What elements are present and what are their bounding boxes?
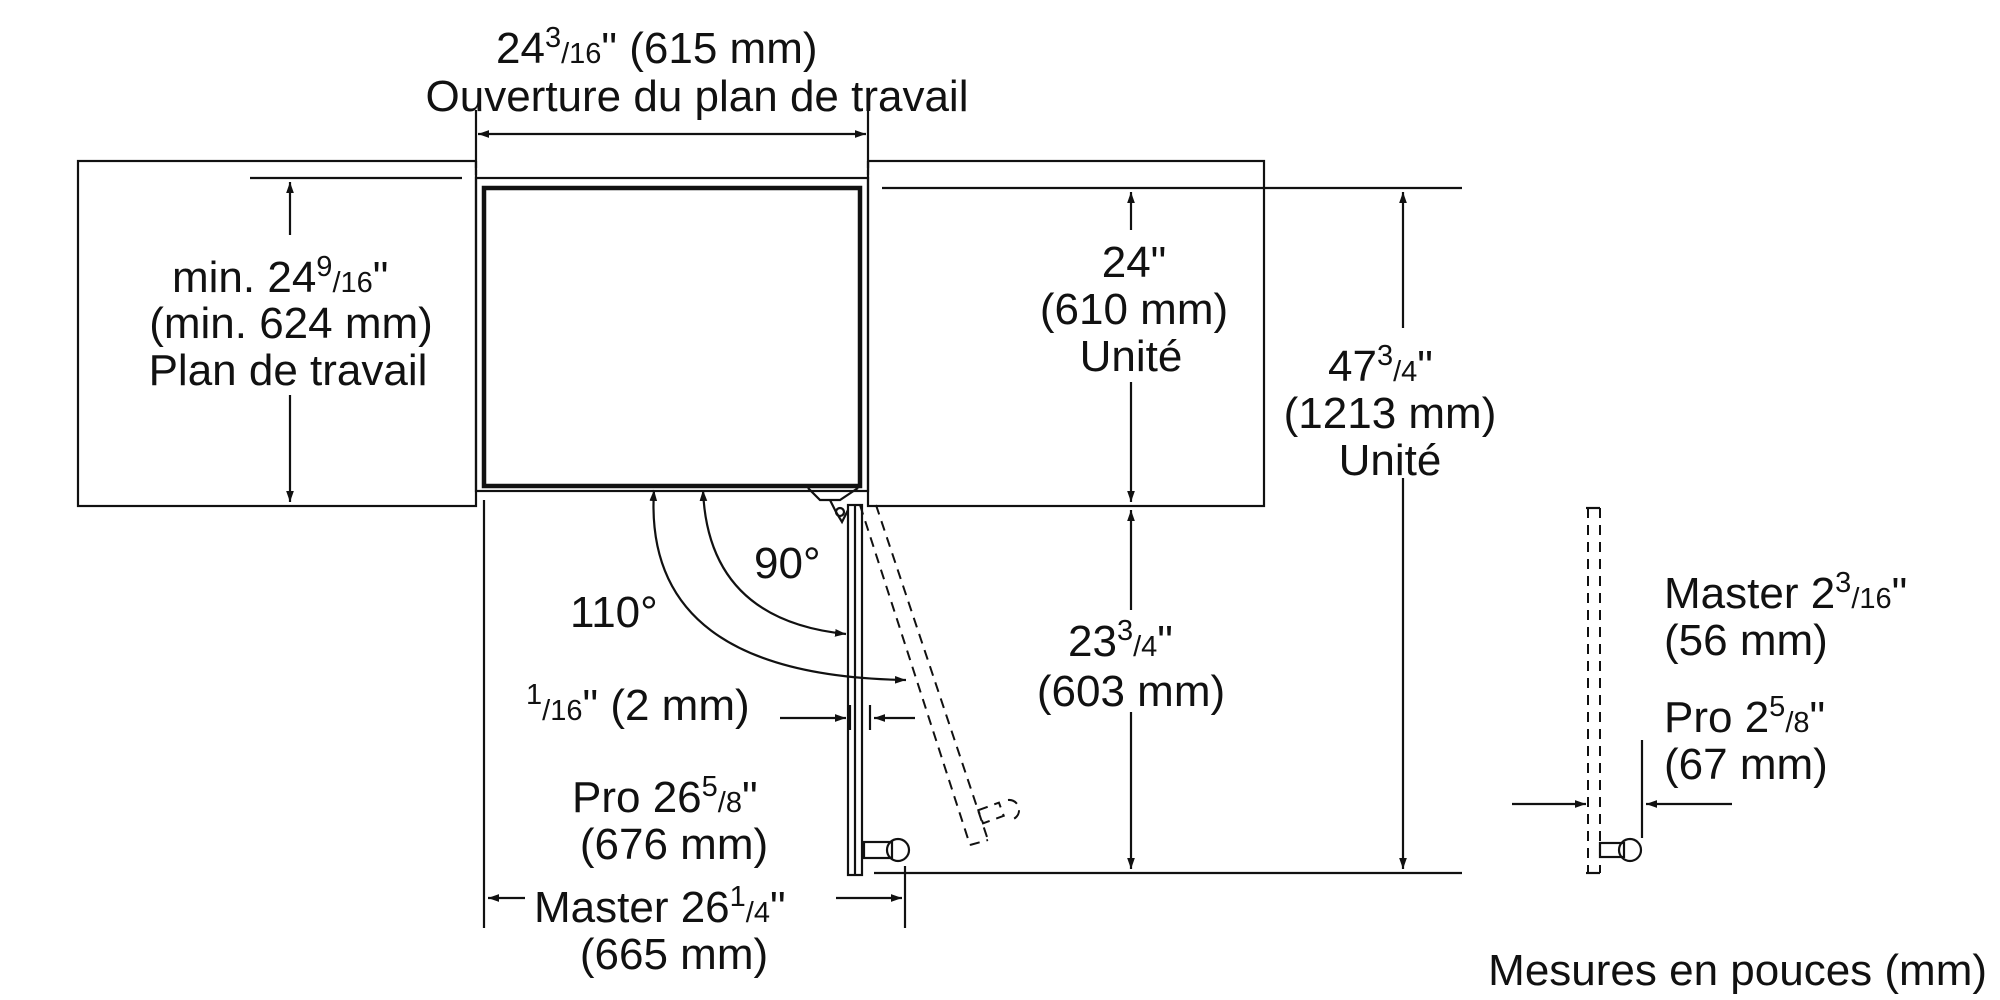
opening-dimension: 243/16" (615 mm)	[496, 22, 818, 73]
total-dimension-mm: (1213 mm)	[1284, 389, 1497, 438]
master-width-dimension: Master 261/4"	[534, 881, 786, 932]
pro-width-mm: (676 mm)	[580, 820, 768, 869]
countertop-caption: Plan de travail	[149, 346, 428, 395]
master-handle-dimension: Master 23/16"	[1664, 567, 1907, 618]
countertop-dimension: min. 249/16"	[172, 251, 388, 302]
angle-110-arc	[649, 489, 907, 684]
total-dimension: 473/4"	[1328, 340, 1433, 391]
door-dimension: 233/4"	[1068, 615, 1173, 666]
unit-depth-dimension: 24"	[1102, 238, 1167, 287]
angle-110-label: 110°	[570, 588, 658, 637]
master-handle-mm: (56 mm)	[1664, 616, 1828, 665]
master-width-mm: (665 mm)	[580, 930, 768, 979]
units-note: Mesures en pouces (mm)	[1488, 946, 1987, 995]
door-handle	[862, 840, 894, 860]
angle-90-label: 90°	[754, 539, 821, 588]
pro-handle-mm: (67 mm)	[1664, 740, 1828, 789]
handle-detail	[1512, 506, 1732, 875]
pro-width-dimension: Pro 265/8"	[572, 771, 758, 822]
pro-handle-dimension: Pro 25/8"	[1664, 691, 1825, 742]
total-caption: Unité	[1339, 436, 1442, 485]
unit-depth-caption: Unité	[1080, 332, 1183, 381]
gap-dimension: 1/16" (2 mm)	[526, 679, 750, 730]
hinge	[807, 487, 859, 502]
unit-cabinet	[481, 185, 863, 489]
door-open-110	[859, 504, 1020, 846]
door-dimension-mm: (603 mm)	[1037, 667, 1225, 716]
countertop-dimension-mm: (min. 624 mm)	[149, 299, 433, 348]
unit-outline	[474, 176, 870, 493]
unit-depth-mm: (610 mm)	[1040, 285, 1228, 334]
opening-caption: Ouverture du plan de travail	[426, 72, 969, 121]
